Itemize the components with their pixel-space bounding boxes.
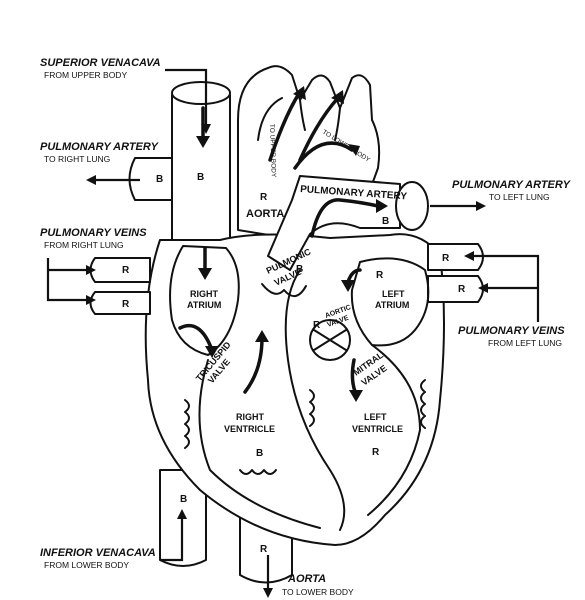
marker-r-aorta-bottom: R bbox=[260, 544, 268, 555]
right-ventricle-label-2: VENTRICLE bbox=[224, 424, 275, 434]
trabeculae-right bbox=[184, 399, 277, 475]
aorta-label: AORTA bbox=[246, 208, 284, 220]
arrow-pv-left-label-head2 bbox=[478, 283, 488, 293]
right-atrium-label-2: ATRIUM bbox=[187, 300, 221, 310]
flow-arrow-aorta-up2 bbox=[298, 96, 340, 162]
right-pulmonary-vein-upper bbox=[89, 257, 151, 283]
left-atrium-label-2: ATRIUM bbox=[375, 300, 409, 310]
marker-r-left-atrium: R bbox=[376, 270, 384, 281]
left-ventricle-wall bbox=[367, 344, 421, 516]
marker-r-aortic: R bbox=[313, 320, 321, 331]
aorta-branch-lines bbox=[257, 97, 341, 141]
left-pulmonary-vein-lower bbox=[427, 275, 484, 303]
pv-left-sub: FROM LEFT LUNG bbox=[488, 338, 562, 348]
pv-right-sub: FROM RIGHT LUNG bbox=[44, 240, 124, 250]
right-atrium-chamber bbox=[169, 245, 240, 356]
pv-right-title: PULMONARY VEINS bbox=[40, 227, 147, 239]
right-ventricle-wall bbox=[198, 359, 321, 529]
marker-b-pa-inner: B bbox=[296, 264, 303, 275]
arrow-pv-left-label-head1 bbox=[464, 251, 474, 261]
arrow-pv-left-label bbox=[470, 254, 540, 322]
superior-vena-cava-vessel bbox=[171, 94, 231, 241]
aortic-valve-cusps bbox=[313, 329, 347, 351]
arrow-aorta-bottom-label-head bbox=[263, 588, 273, 598]
aorta-bottom-sub: TO LOWER BODY bbox=[282, 587, 354, 597]
arrow-ivc-label bbox=[160, 515, 184, 562]
right-pulmonary-artery-stub bbox=[128, 157, 173, 201]
arrow-pv-right-label bbox=[46, 258, 90, 302]
pa-left-title: PULMONARY ARTERY bbox=[452, 179, 572, 191]
marker-b-ivc: B bbox=[180, 494, 187, 505]
heart-outline bbox=[144, 233, 445, 546]
pulmonary-artery-trunk bbox=[267, 175, 401, 271]
arrow-pa-right-label-head bbox=[86, 175, 96, 185]
svc-sub: FROM UPPER BODY bbox=[44, 70, 127, 80]
left-atrium-chamber bbox=[350, 257, 430, 347]
arrow-pv-right-label-head1 bbox=[86, 265, 96, 275]
marker-b-pa-trunk: B bbox=[382, 216, 389, 227]
flow-arrow-pa bbox=[310, 198, 380, 238]
pa-left-sub: TO LEFT LUNG bbox=[489, 192, 550, 202]
aorta-bottom-title: AORTA bbox=[287, 573, 326, 585]
flow-arrow-pa-head bbox=[376, 199, 388, 213]
marker-b-pa-right: B bbox=[156, 174, 163, 185]
marker-b-right-ventricle: B bbox=[256, 448, 263, 459]
marker-r-pv-right-upper: R bbox=[122, 265, 130, 276]
pa-right-title: PULMONARY ARTERY bbox=[40, 141, 160, 153]
flow-arrow-ra-head bbox=[198, 268, 212, 280]
marker-b-svc: B bbox=[197, 172, 204, 183]
arrow-pv-right-label-head2 bbox=[86, 295, 96, 305]
superior-vena-cava-opening bbox=[171, 81, 231, 105]
ivc-sub: FROM LOWER BODY bbox=[44, 560, 129, 570]
flow-arrow-svc-head bbox=[196, 136, 210, 148]
marker-r-pv-left-upper: R bbox=[442, 253, 450, 264]
left-pulmonary-vein-upper bbox=[427, 243, 484, 271]
right-ventricle-label-1: RIGHT bbox=[236, 412, 265, 422]
arrow-svc-label-head bbox=[201, 124, 211, 134]
arrow-ivc-label-head bbox=[177, 509, 187, 519]
pulmonic-valve-flaps bbox=[261, 283, 307, 297]
marker-r-aorta: R bbox=[260, 192, 268, 203]
flow-arrow-aorta-up-head bbox=[293, 86, 306, 100]
flow-arrow-aorta-down bbox=[293, 141, 354, 170]
septum-line bbox=[284, 269, 346, 531]
pa-right-sub: TO RIGHT LUNG bbox=[44, 154, 110, 164]
flow-arrow-mitral-head bbox=[349, 390, 363, 402]
arrow-svc-label bbox=[165, 68, 208, 128]
left-ventricle-label-2: VENTRICLE bbox=[352, 424, 403, 434]
flow-arrow-rv-up bbox=[243, 336, 264, 394]
flow-arrow-tricuspid-head bbox=[205, 346, 219, 358]
flow-arrow-aorta-up2-head bbox=[331, 90, 344, 104]
arrow-pa-left-label-head bbox=[476, 201, 486, 211]
right-atrium-label-1: RIGHT bbox=[190, 289, 219, 299]
pv-left-title: PULMONARY VEINS bbox=[458, 325, 565, 337]
to-upper-body-label: TO UPPER BODY bbox=[268, 124, 277, 178]
left-atrium-label-1: LEFT bbox=[382, 289, 405, 299]
svc-title: SUPERIOR VENACAVA bbox=[40, 57, 161, 69]
marker-r-pv-left-lower: R bbox=[458, 284, 466, 295]
flow-arrow-la-head bbox=[341, 280, 355, 292]
flow-arrow-rv-up-head bbox=[255, 330, 269, 342]
marker-r-pv-right-lower: R bbox=[122, 299, 130, 310]
flow-arrow-aorta-down-head bbox=[348, 144, 360, 156]
right-pulmonary-vein-lower bbox=[89, 291, 151, 315]
flow-arrow-aorta-up bbox=[268, 90, 302, 162]
left-ventricle-label-1: LEFT bbox=[364, 412, 387, 422]
trabeculae-left bbox=[309, 379, 426, 429]
left-pulmonary-artery-opening bbox=[395, 181, 429, 231]
marker-r-left-ventricle: R bbox=[372, 447, 380, 458]
flow-arrow-tricuspid bbox=[178, 323, 214, 352]
ivc-title: INFERIOR VENACAVA bbox=[40, 547, 156, 559]
